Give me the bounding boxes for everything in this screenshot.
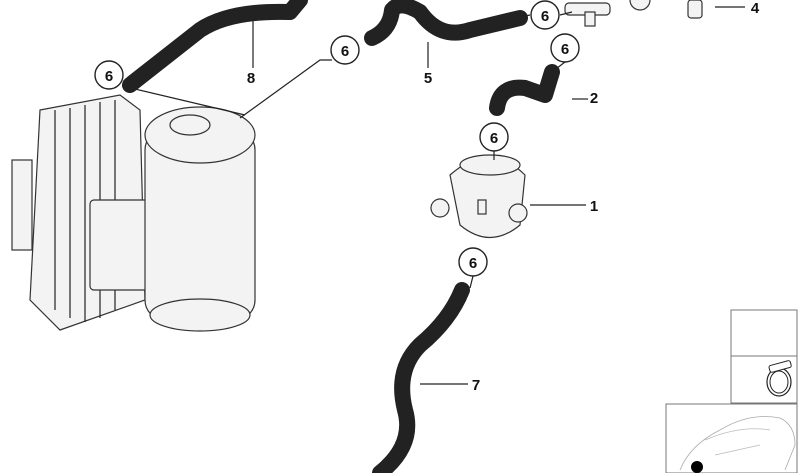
charcoal-canister xyxy=(11,94,256,332)
callout-8: 8 xyxy=(247,70,255,87)
callout-6-hose2: 6 xyxy=(550,33,580,63)
valve-1 xyxy=(430,154,528,238)
car-locator-icon xyxy=(679,416,796,473)
svg-text:6: 6 xyxy=(490,130,498,147)
callout-2: 2 xyxy=(590,90,598,107)
hose-clamp-icon xyxy=(766,360,792,397)
callout-6-canister: 6 xyxy=(94,60,124,90)
svg-text:6: 6 xyxy=(541,8,549,25)
svg-text:6: 6 xyxy=(341,43,349,60)
callout-1: 1 xyxy=(590,198,598,215)
svg-text:6: 6 xyxy=(105,68,113,85)
svg-text:6: 6 xyxy=(561,41,569,58)
hose-4 xyxy=(687,0,703,19)
svg-text:6: 6 xyxy=(469,255,477,272)
hose-5 xyxy=(364,0,528,46)
callout-6-hose7: 6 xyxy=(458,247,488,277)
callout-6-hose5: 6 xyxy=(330,35,360,65)
callout-7: 7 xyxy=(472,377,480,394)
callout-4: 4 xyxy=(751,0,760,17)
callout-5: 5 xyxy=(424,70,432,87)
callout-6-valve-top: 6 xyxy=(479,122,509,152)
connector xyxy=(564,0,651,27)
callout-6-top: 6 xyxy=(530,0,560,30)
hose-2 xyxy=(489,64,560,116)
hose-7 xyxy=(372,282,470,473)
inset-panel xyxy=(665,309,798,473)
hose-8 xyxy=(122,0,308,93)
